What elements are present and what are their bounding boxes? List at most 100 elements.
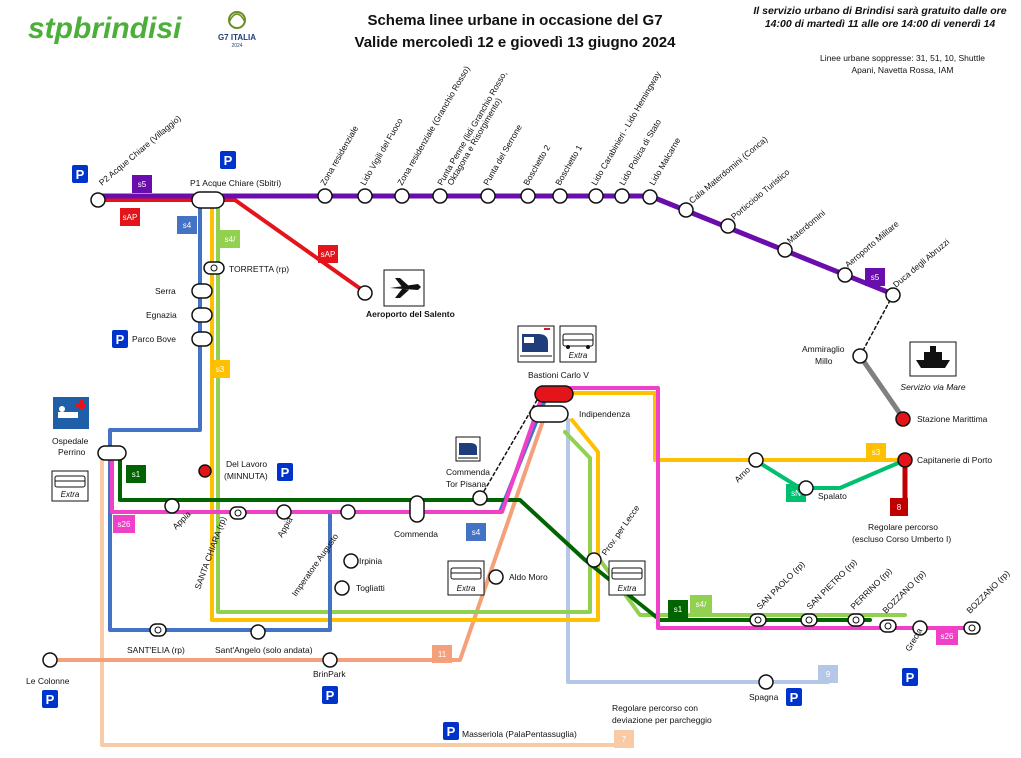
parking-icon: P: [443, 722, 459, 740]
svg-text:Extra: Extra: [61, 490, 80, 499]
line-s3: [210, 203, 907, 622]
stop-del-lavoro[interactable]: [198, 464, 212, 478]
stop-arno[interactable]: [748, 452, 764, 468]
stop-santangelo[interactable]: [250, 624, 266, 640]
stop-serra[interactable]: [191, 283, 213, 299]
stop-perrino[interactable]: [847, 613, 865, 627]
svg-text:Imperatore Augusto: Imperatore Augusto: [289, 531, 340, 598]
label-regolare-2: (escluso Corso Umberto I): [852, 534, 951, 544]
stop-zona-residenziale[interactable]: [317, 188, 333, 204]
stop-appia-1[interactable]: [164, 498, 180, 514]
stop-punta-serrone[interactable]: [480, 188, 496, 204]
stop-lido-polizia[interactable]: [614, 188, 630, 204]
stop-commenda-tor-pisana[interactable]: [472, 490, 488, 506]
label-parco-bove: Parco Bove: [132, 334, 176, 344]
stop-p2-acque-chiare[interactable]: [90, 192, 106, 208]
svg-text:s4: s4: [183, 221, 192, 230]
badge-s5: s5: [865, 268, 885, 286]
stop-indipendenza[interactable]: [529, 405, 569, 423]
stop-spagna[interactable]: [758, 674, 774, 690]
stop-aeroporto-salento[interactable]: [357, 285, 373, 301]
badge-s4slash: s4/: [220, 230, 240, 248]
bus-extra-icon: Extra: [447, 560, 485, 596]
stop-duca-abruzzi[interactable]: [885, 287, 901, 303]
badge-s3: s3: [866, 443, 886, 461]
badge-s26: s26: [113, 515, 135, 533]
svg-text:Servizio via Mare: Servizio via Mare: [900, 382, 965, 392]
line-11: [48, 413, 547, 662]
svg-text:s1: s1: [674, 605, 683, 614]
svg-text:Extra: Extra: [569, 351, 588, 360]
stop-spalato[interactable]: [798, 480, 814, 496]
free-service-note: Il servizio urbano di Brindisi sarà grat…: [753, 5, 1007, 30]
stop-lido-vigili[interactable]: [357, 188, 373, 204]
label-deviazione-2: deviazione per parcheggio: [612, 715, 712, 725]
label-porticciolo: Porticciolo Turistico: [729, 167, 792, 222]
svg-text:Grecia: Grecia: [903, 626, 924, 653]
label-irpinia: Irpinia: [359, 556, 382, 566]
stop-materdomini[interactable]: [777, 242, 793, 258]
label-stazione-marittima: Stazione Marittima: [917, 414, 988, 424]
stop-togliatti[interactable]: [334, 580, 350, 596]
suppressed-lines-note: Linee urbane soppresse: 31, 51, 10, Shut…: [820, 53, 985, 75]
stop-appia-2[interactable]: [276, 504, 292, 520]
svg-text:G7 ITALIA: G7 ITALIA: [218, 33, 256, 42]
stop-zona-res-granchio[interactable]: [394, 188, 410, 204]
stop-irpinia[interactable]: [343, 553, 359, 569]
label-togliatti: Togliatti: [356, 583, 385, 593]
stop-porticciolo[interactable]: [720, 218, 736, 234]
stop-lido-carabinieri[interactable]: [588, 188, 604, 204]
stop-commenda[interactable]: [409, 495, 425, 523]
train-icon: [455, 436, 481, 462]
stop-prov-lecce[interactable]: [586, 552, 602, 568]
train-icon: [517, 325, 555, 363]
stop-egnazia[interactable]: [191, 307, 213, 323]
stop-santelia[interactable]: [149, 623, 167, 637]
airplane-icon: [383, 269, 425, 307]
hospital-bed-icon: [53, 397, 89, 429]
top-line-labels: P2 Acque Chiare (Villaggio) Zona residen…: [97, 64, 951, 290]
stop-le-colonne[interactable]: [42, 652, 58, 668]
stop-aeroporto-militare[interactable]: [837, 267, 853, 283]
label-santelia: SANT'ELIA (rp): [127, 645, 185, 655]
stop-brinpark[interactable]: [322, 652, 338, 668]
title-line-1: Schema linee urbane in occasione del G7: [367, 12, 663, 29]
stop-boschetto-2[interactable]: [520, 188, 536, 204]
stop-imperatore-augusto[interactable]: [340, 504, 356, 520]
stop-ammiraglio-millo[interactable]: [852, 348, 868, 364]
stop-bozzano-2[interactable]: [963, 621, 981, 635]
stop-parco-bove[interactable]: [191, 331, 213, 347]
stop-punta-penne[interactable]: [432, 188, 448, 204]
svg-text:s26: s26: [118, 520, 131, 529]
stop-bastioni[interactable]: [534, 385, 574, 403]
stop-grecia[interactable]: [912, 620, 928, 636]
stop-capitanerie[interactable]: [897, 452, 913, 468]
stop-ospedale[interactable]: [97, 445, 127, 461]
g7-italia-logo: G7 ITALIA 2024: [218, 11, 256, 49]
stop-lido-malcarne[interactable]: [642, 189, 658, 205]
parking-icon: P: [220, 151, 236, 169]
stop-boschetto-1[interactable]: [552, 188, 568, 204]
line-sN: [753, 458, 907, 490]
label-spagna: Spagna: [749, 692, 779, 702]
stop-santa-chiara[interactable]: [229, 506, 247, 520]
stop-torretta[interactable]: [203, 261, 225, 275]
label-brinpark: BrinPark: [313, 669, 346, 679]
stop-san-paolo[interactable]: [749, 613, 767, 627]
label-bastioni: Bastioni Carlo V: [528, 370, 589, 380]
stop-p1-acque-chiare[interactable]: [191, 191, 225, 209]
stop-cala-materdomini[interactable]: [678, 202, 694, 218]
label-indipendenza: Indipendenza: [579, 409, 630, 419]
svg-text:P: P: [790, 690, 799, 705]
stop-san-pietro[interactable]: [800, 613, 818, 627]
label-torretta: TORRETTA (rp): [229, 264, 289, 274]
label-capitanerie: Capitanerie di Porto: [917, 455, 992, 465]
svg-text:P: P: [447, 724, 456, 739]
label-zona-residenziale: Zona residenziale: [318, 124, 360, 187]
badge-s4slash: s4/: [690, 595, 712, 613]
stop-stazione-marittima[interactable]: [895, 411, 911, 427]
stop-bozzano-1[interactable]: [879, 619, 897, 633]
stop-aldo-moro[interactable]: [488, 569, 504, 585]
label-del-lavoro-2: (MINNUTA): [224, 471, 268, 481]
